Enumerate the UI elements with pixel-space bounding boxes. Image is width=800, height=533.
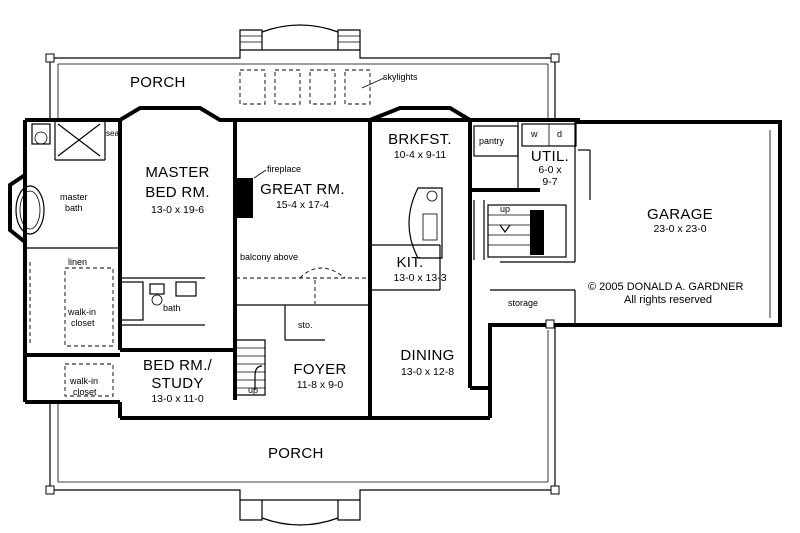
breakfast-dims: 10-4 x 9-11 [393, 149, 447, 161]
dining-dims: 13-0 x 12-8 [400, 366, 455, 378]
bed-study-label-2: STUDY [151, 375, 204, 392]
foyer-label: FOYER [293, 361, 347, 378]
foyer-stair [236, 339, 266, 396]
master-bed-label-2: BED RM. [145, 184, 210, 201]
utility-label: UTIL. [530, 148, 570, 165]
master-bath-bay [8, 173, 45, 244]
pantry-label: pantry [479, 136, 505, 146]
walkin-closet-study-label-2: closet [73, 387, 97, 397]
copyright-line-1: © 2005 DONALD A. GARDNER [588, 281, 744, 293]
porch-columns [45, 53, 560, 495]
rear-stair-up-label: up [500, 204, 511, 214]
seat-label: seat [106, 129, 122, 138]
foyer-stair-up-label: up [248, 385, 259, 395]
bath-label: bath [163, 303, 181, 313]
bath-fixtures [31, 123, 197, 321]
pantry-utility [473, 120, 591, 200]
walkin-closet-study-label-1: walk-in [70, 376, 99, 386]
foyer-dims: 11-8 x 9-0 [296, 379, 344, 391]
porch-bottom-outline [49, 325, 556, 526]
balcony-label: balcony above [240, 252, 299, 262]
bed-study-dims: 13-0 x 11-0 [151, 393, 204, 405]
closet-dash-outlines [29, 262, 114, 397]
balcony-line [236, 267, 368, 304]
interior-walls [25, 120, 441, 420]
porch-bottom-label: PORCH [268, 445, 324, 462]
porch-top-label: PORCH [130, 74, 186, 91]
washer-label: w [531, 129, 538, 139]
storage-label: storage [508, 298, 539, 308]
great-room-label: GREAT RM. [260, 181, 345, 198]
walkin-closet-master-label-2: closet [71, 318, 95, 328]
dining-label: DINING [400, 347, 455, 364]
porch-top-outline [49, 49, 556, 120]
kitchen-dims: 13-0 x 13-3 [393, 272, 447, 284]
walkin-closet-master-label-1: walk-in [68, 307, 97, 317]
master-bath-label-1: master [60, 192, 88, 202]
copyright-line-2: All rights reserved [624, 294, 713, 306]
great-room-dims: 15-4 x 17-4 [275, 199, 330, 211]
skylight-set [239, 69, 385, 105]
kitchen-label: KIT. [396, 254, 424, 271]
linen-label: linen [68, 257, 88, 267]
bed-study-label-1: BED RM./ [142, 357, 213, 374]
utility-dims-1: 6-0 x [538, 164, 562, 176]
top-entry-steps [239, 24, 361, 50]
master-bed-label-1: MASTER [145, 164, 210, 181]
utility-dims-2: 9-7 [542, 176, 558, 188]
fireplace-mark [237, 169, 267, 218]
master-bath-label-2: bath [65, 203, 83, 213]
master-bed-dims: 13-0 x 19-6 [150, 204, 205, 216]
garage-walls [488, 120, 782, 388]
dryer-label: d [557, 129, 563, 139]
kitchen-island [408, 187, 443, 259]
fireplace-label: fireplace [267, 164, 302, 174]
garage-label: GARAGE [647, 206, 713, 223]
rear-stair [470, 188, 575, 263]
skylights-label: skylights [383, 72, 418, 82]
sto-label: sto. [298, 320, 313, 330]
breakfast-label: BRKFST. [388, 131, 452, 148]
garage-dims: 23-0 x 23-0 [653, 223, 707, 235]
